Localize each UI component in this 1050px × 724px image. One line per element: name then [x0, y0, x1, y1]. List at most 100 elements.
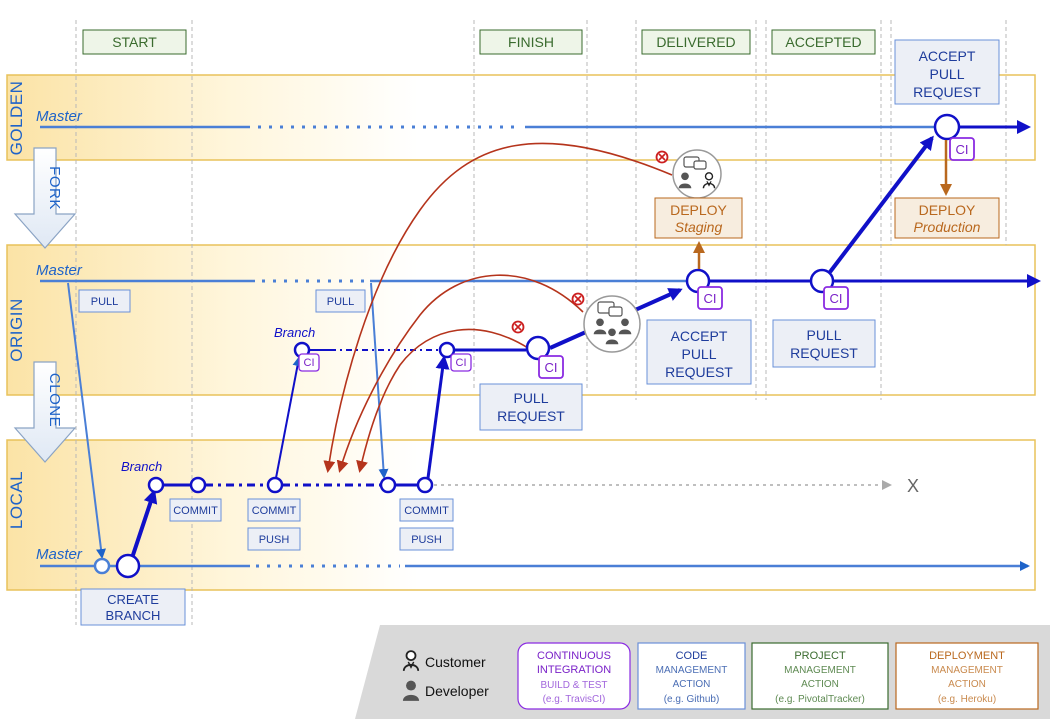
ci-badge-origin-branch-2: CI — [450, 353, 472, 372]
review-bubble-staging — [672, 149, 722, 199]
action-commit-2: COMMIT — [247, 498, 301, 522]
origin-branch-label: Branch — [274, 325, 315, 340]
phase-delivered-label: DELIVERED — [656, 34, 735, 50]
svg-text:MANAGEMENT: MANAGEMENT — [931, 665, 1003, 676]
phase-dividers — [75, 20, 1007, 625]
svg-text:(e.g. Heroku): (e.g. Heroku) — [938, 694, 996, 705]
phase-accepted: ACCEPTED — [771, 29, 876, 55]
svg-text:INTEGRATION: INTEGRATION — [537, 664, 611, 676]
legend-developer: Developer — [402, 680, 489, 701]
ci-badge-origin-branch-1: CI — [298, 353, 320, 372]
svg-text:PULL: PULL — [91, 296, 119, 308]
svg-text:MANAGEMENT: MANAGEMENT — [784, 665, 856, 676]
fork-label: FORK — [46, 166, 63, 210]
svg-text:REQUEST: REQUEST — [790, 345, 858, 361]
svg-text:DEPLOY: DEPLOY — [670, 202, 727, 218]
lane-golden-label: GOLDEN — [7, 81, 26, 156]
action-accept-pull-request-golden: ACCEPT PULL REQUEST — [894, 39, 1000, 105]
svg-text:CREATE: CREATE — [107, 592, 159, 607]
svg-text:Customer: Customer — [425, 654, 486, 670]
action-push-2: PUSH — [399, 527, 454, 551]
deploy-staging: DEPLOY Staging — [654, 197, 743, 269]
svg-text:BUILD & TEST: BUILD & TEST — [540, 680, 607, 691]
svg-text:PUSH: PUSH — [411, 534, 442, 546]
svg-text:CI: CI — [956, 142, 969, 157]
svg-text:(e.g. TravisCI): (e.g. TravisCI) — [543, 694, 606, 705]
svg-text:ACTION: ACTION — [673, 679, 711, 690]
legend-ci: CONTINUOUS INTEGRATION BUILD & TEST (e.g… — [517, 642, 631, 710]
svg-text:DEPLOYMENT: DEPLOYMENT — [929, 650, 1005, 662]
ci-badge-accept-origin: CI — [697, 286, 723, 310]
lane-local-label: LOCAL — [7, 471, 26, 529]
svg-text:(e.g. PivotalTracker): (e.g. PivotalTracker) — [775, 694, 865, 705]
svg-text:CODE: CODE — [676, 650, 708, 662]
svg-text:Production: Production — [914, 219, 981, 235]
svg-text:REQUEST: REQUEST — [913, 84, 981, 100]
lane-origin-label: ORIGIN — [7, 298, 26, 361]
svg-text:CI: CI — [830, 291, 843, 306]
action-pull-request-1: PULL REQUEST — [479, 383, 583, 431]
svg-text:(e.g. Github): (e.g. Github) — [664, 694, 720, 705]
svg-text:ACTION: ACTION — [801, 679, 839, 690]
legend: Customer Developer CONTINUOUS INTEGRATIO… — [355, 625, 1050, 719]
reject-icons — [511, 150, 669, 334]
review-bubble-origin — [583, 295, 641, 353]
action-pull-1: PULL — [78, 289, 131, 313]
phase-finish: FINISH — [479, 29, 583, 55]
local-master-label: Master — [36, 546, 83, 563]
action-push-1: PUSH — [247, 527, 301, 551]
svg-text:ACTION: ACTION — [948, 679, 986, 690]
svg-text:PULL: PULL — [806, 327, 841, 343]
svg-text:PULL: PULL — [327, 296, 355, 308]
legend-customer: Customer — [402, 650, 486, 672]
svg-text:REQUEST: REQUEST — [497, 408, 565, 424]
svg-text:PROJECT: PROJECT — [794, 650, 846, 662]
legend-project: PROJECT MANAGEMENT ACTION (e.g. PivotalT… — [751, 642, 889, 710]
origin-master-label: Master — [36, 262, 83, 279]
ci-badge-accepted-origin: CI — [823, 286, 849, 310]
branch-end-marker: X — [907, 476, 919, 496]
rejection-curves — [323, 142, 673, 473]
phase-delivered: DELIVERED — [641, 29, 751, 55]
svg-text:Developer: Developer — [425, 683, 489, 699]
legend-deployment: DEPLOYMENT MANAGEMENT ACTION (e.g. Herok… — [895, 642, 1039, 710]
fork-arrow: FORK — [13, 147, 77, 249]
action-create-branch: CREATE BRANCH — [80, 588, 186, 626]
phase-start: START — [82, 29, 187, 55]
svg-text:CI: CI — [704, 291, 717, 306]
action-pull-2: PULL — [315, 289, 366, 313]
commit-nodes — [93, 113, 961, 579]
action-commit-3: COMMIT — [399, 498, 454, 522]
action-pull-request-2: PULL REQUEST — [772, 319, 876, 368]
svg-text:PULL: PULL — [681, 346, 716, 362]
ci-badge-golden: CI — [949, 137, 975, 161]
svg-text:CONTINUOUS: CONTINUOUS — [537, 650, 611, 662]
svg-text:CI: CI — [456, 357, 467, 369]
clone-arrow: CLONE — [13, 361, 77, 463]
svg-text:CI: CI — [545, 360, 558, 375]
action-commit-1: COMMIT — [169, 498, 222, 522]
phase-start-label: START — [112, 34, 157, 50]
phase-finish-label: FINISH — [508, 34, 554, 50]
svg-text:PUSH: PUSH — [259, 534, 290, 546]
svg-text:PULL: PULL — [513, 390, 548, 406]
svg-text:ACCEPT: ACCEPT — [919, 48, 976, 64]
svg-text:PULL: PULL — [929, 66, 964, 82]
svg-text:REQUEST: REQUEST — [665, 364, 733, 380]
golden-master-label: Master — [36, 108, 83, 125]
svg-text:COMMIT: COMMIT — [252, 505, 297, 517]
golden-lane — [6, 74, 1036, 161]
clone-label: CLONE — [46, 373, 63, 427]
svg-text:MANAGEMENT: MANAGEMENT — [656, 665, 728, 676]
local-branch-label: Branch — [121, 459, 162, 474]
ci-badge-pull-request: CI — [538, 355, 564, 379]
svg-text:BRANCH: BRANCH — [106, 608, 161, 623]
ci-badges: CI CI CI CI CI CI — [298, 137, 975, 379]
action-accept-pull-request-origin: ACCEPT PULL REQUEST — [646, 319, 752, 385]
svg-text:CI: CI — [304, 357, 315, 369]
svg-text:ACCEPT: ACCEPT — [671, 328, 728, 344]
deploy-production: DEPLOY Production — [894, 140, 1000, 239]
phase-accepted-label: ACCEPTED — [785, 34, 861, 50]
